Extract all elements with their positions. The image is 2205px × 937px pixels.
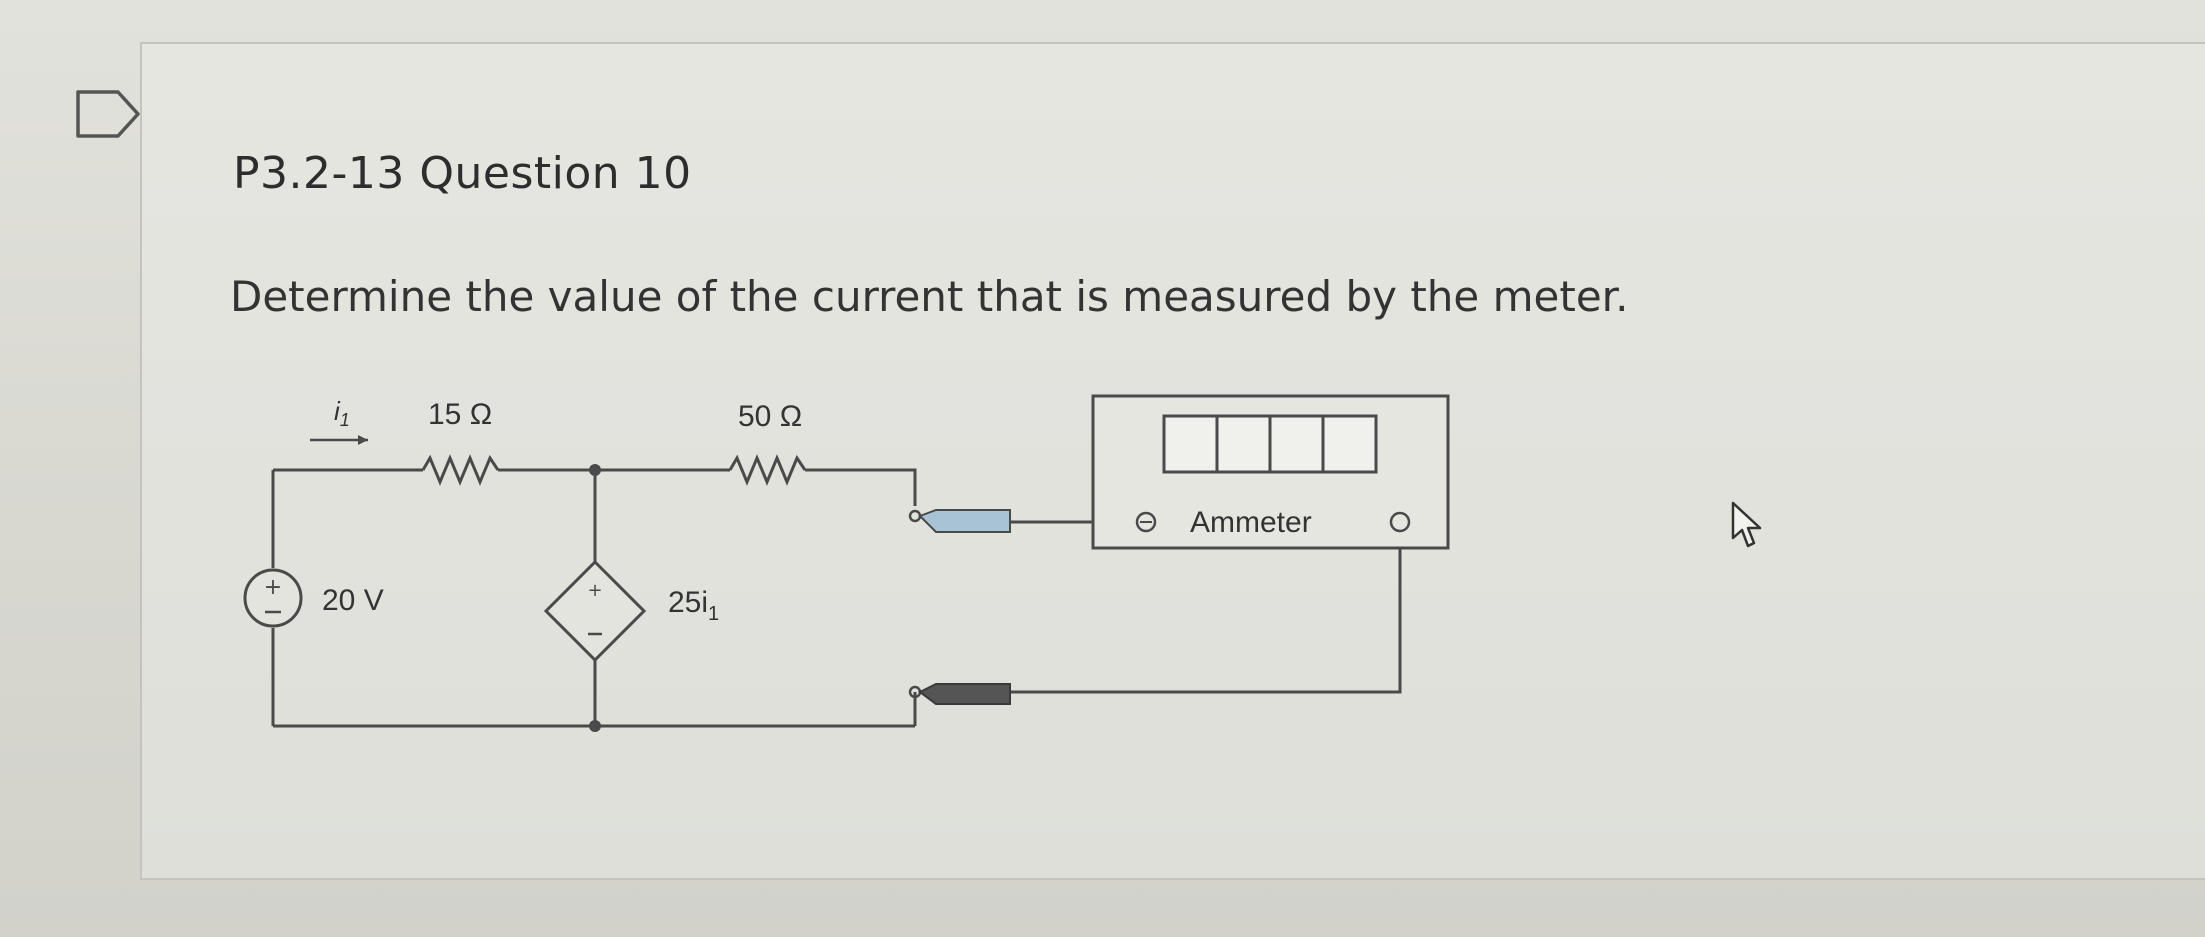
resistor-15-label: 15 Ω (428, 398, 492, 431)
junction-node-bottom (589, 720, 601, 732)
resistor-50-label: 50 Ω (738, 400, 802, 433)
svg-text:+: + (587, 580, 602, 601)
dependent-source-label: 25i1 (668, 586, 719, 625)
junction-node-top (589, 464, 601, 476)
lower-probe (908, 683, 1011, 705)
resistor-50-ohm (728, 454, 807, 486)
mouse-cursor-icon (1731, 501, 1762, 548)
circuit-diagram: i1 15 Ω 50 Ω + 20 V + 25i1 Amm (243, 394, 1450, 732)
ammeter (1091, 394, 1450, 550)
flag-question-icon[interactable] (74, 88, 144, 140)
upper-probe (908, 509, 1011, 533)
question-prompt: Determine the value of the current that … (230, 272, 1629, 321)
ammeter-label: Ammeter (1190, 506, 1312, 539)
question-title: P3.2-13 Question 10 (233, 148, 692, 199)
voltage-source-20v: + (243, 568, 303, 628)
current-label: i1 (334, 396, 350, 430)
voltage-source-label: 20 V (322, 584, 384, 617)
dependent-voltage-source: + (543, 559, 647, 663)
svg-text:+: + (264, 575, 282, 600)
current-arrow-head (358, 435, 368, 445)
ammeter-display (1162, 414, 1378, 474)
ammeter-terminal-right (1389, 511, 1411, 533)
resistor-15-ohm (421, 454, 500, 486)
